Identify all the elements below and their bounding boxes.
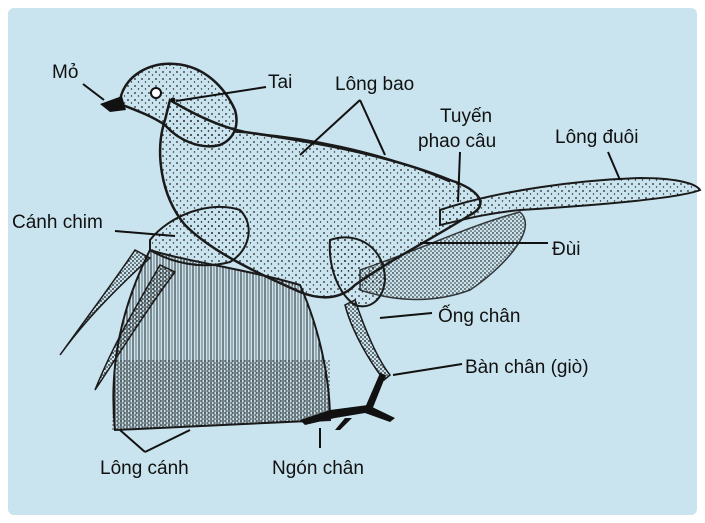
bird-head bbox=[120, 64, 237, 147]
ear bbox=[171, 98, 176, 103]
label-long-duoi: Lông đuôi bbox=[555, 127, 638, 148]
label-mo: Mỏ bbox=[52, 62, 78, 83]
label-ong-chan: Ống chân bbox=[438, 305, 520, 327]
label-ban-chan: Bàn chân (giò) bbox=[465, 357, 589, 378]
shank bbox=[345, 300, 390, 380]
label-long-canh: Lông cánh bbox=[100, 458, 189, 479]
eye bbox=[151, 88, 161, 98]
tarsus bbox=[364, 373, 386, 410]
label-ngon-chan: Ngón chân bbox=[272, 458, 364, 479]
label-long-bao: Lông bao bbox=[335, 74, 414, 95]
label-tuyen-line1: Tuyến bbox=[440, 106, 492, 127]
wing-fan-dark bbox=[112, 360, 330, 430]
label-canh-chim: Cánh chim bbox=[12, 212, 103, 233]
label-tai: Tai bbox=[268, 72, 292, 93]
beak bbox=[100, 96, 126, 112]
label-dui: Đùi bbox=[552, 239, 581, 260]
label-tuyen-line2: phao câu bbox=[418, 131, 496, 152]
